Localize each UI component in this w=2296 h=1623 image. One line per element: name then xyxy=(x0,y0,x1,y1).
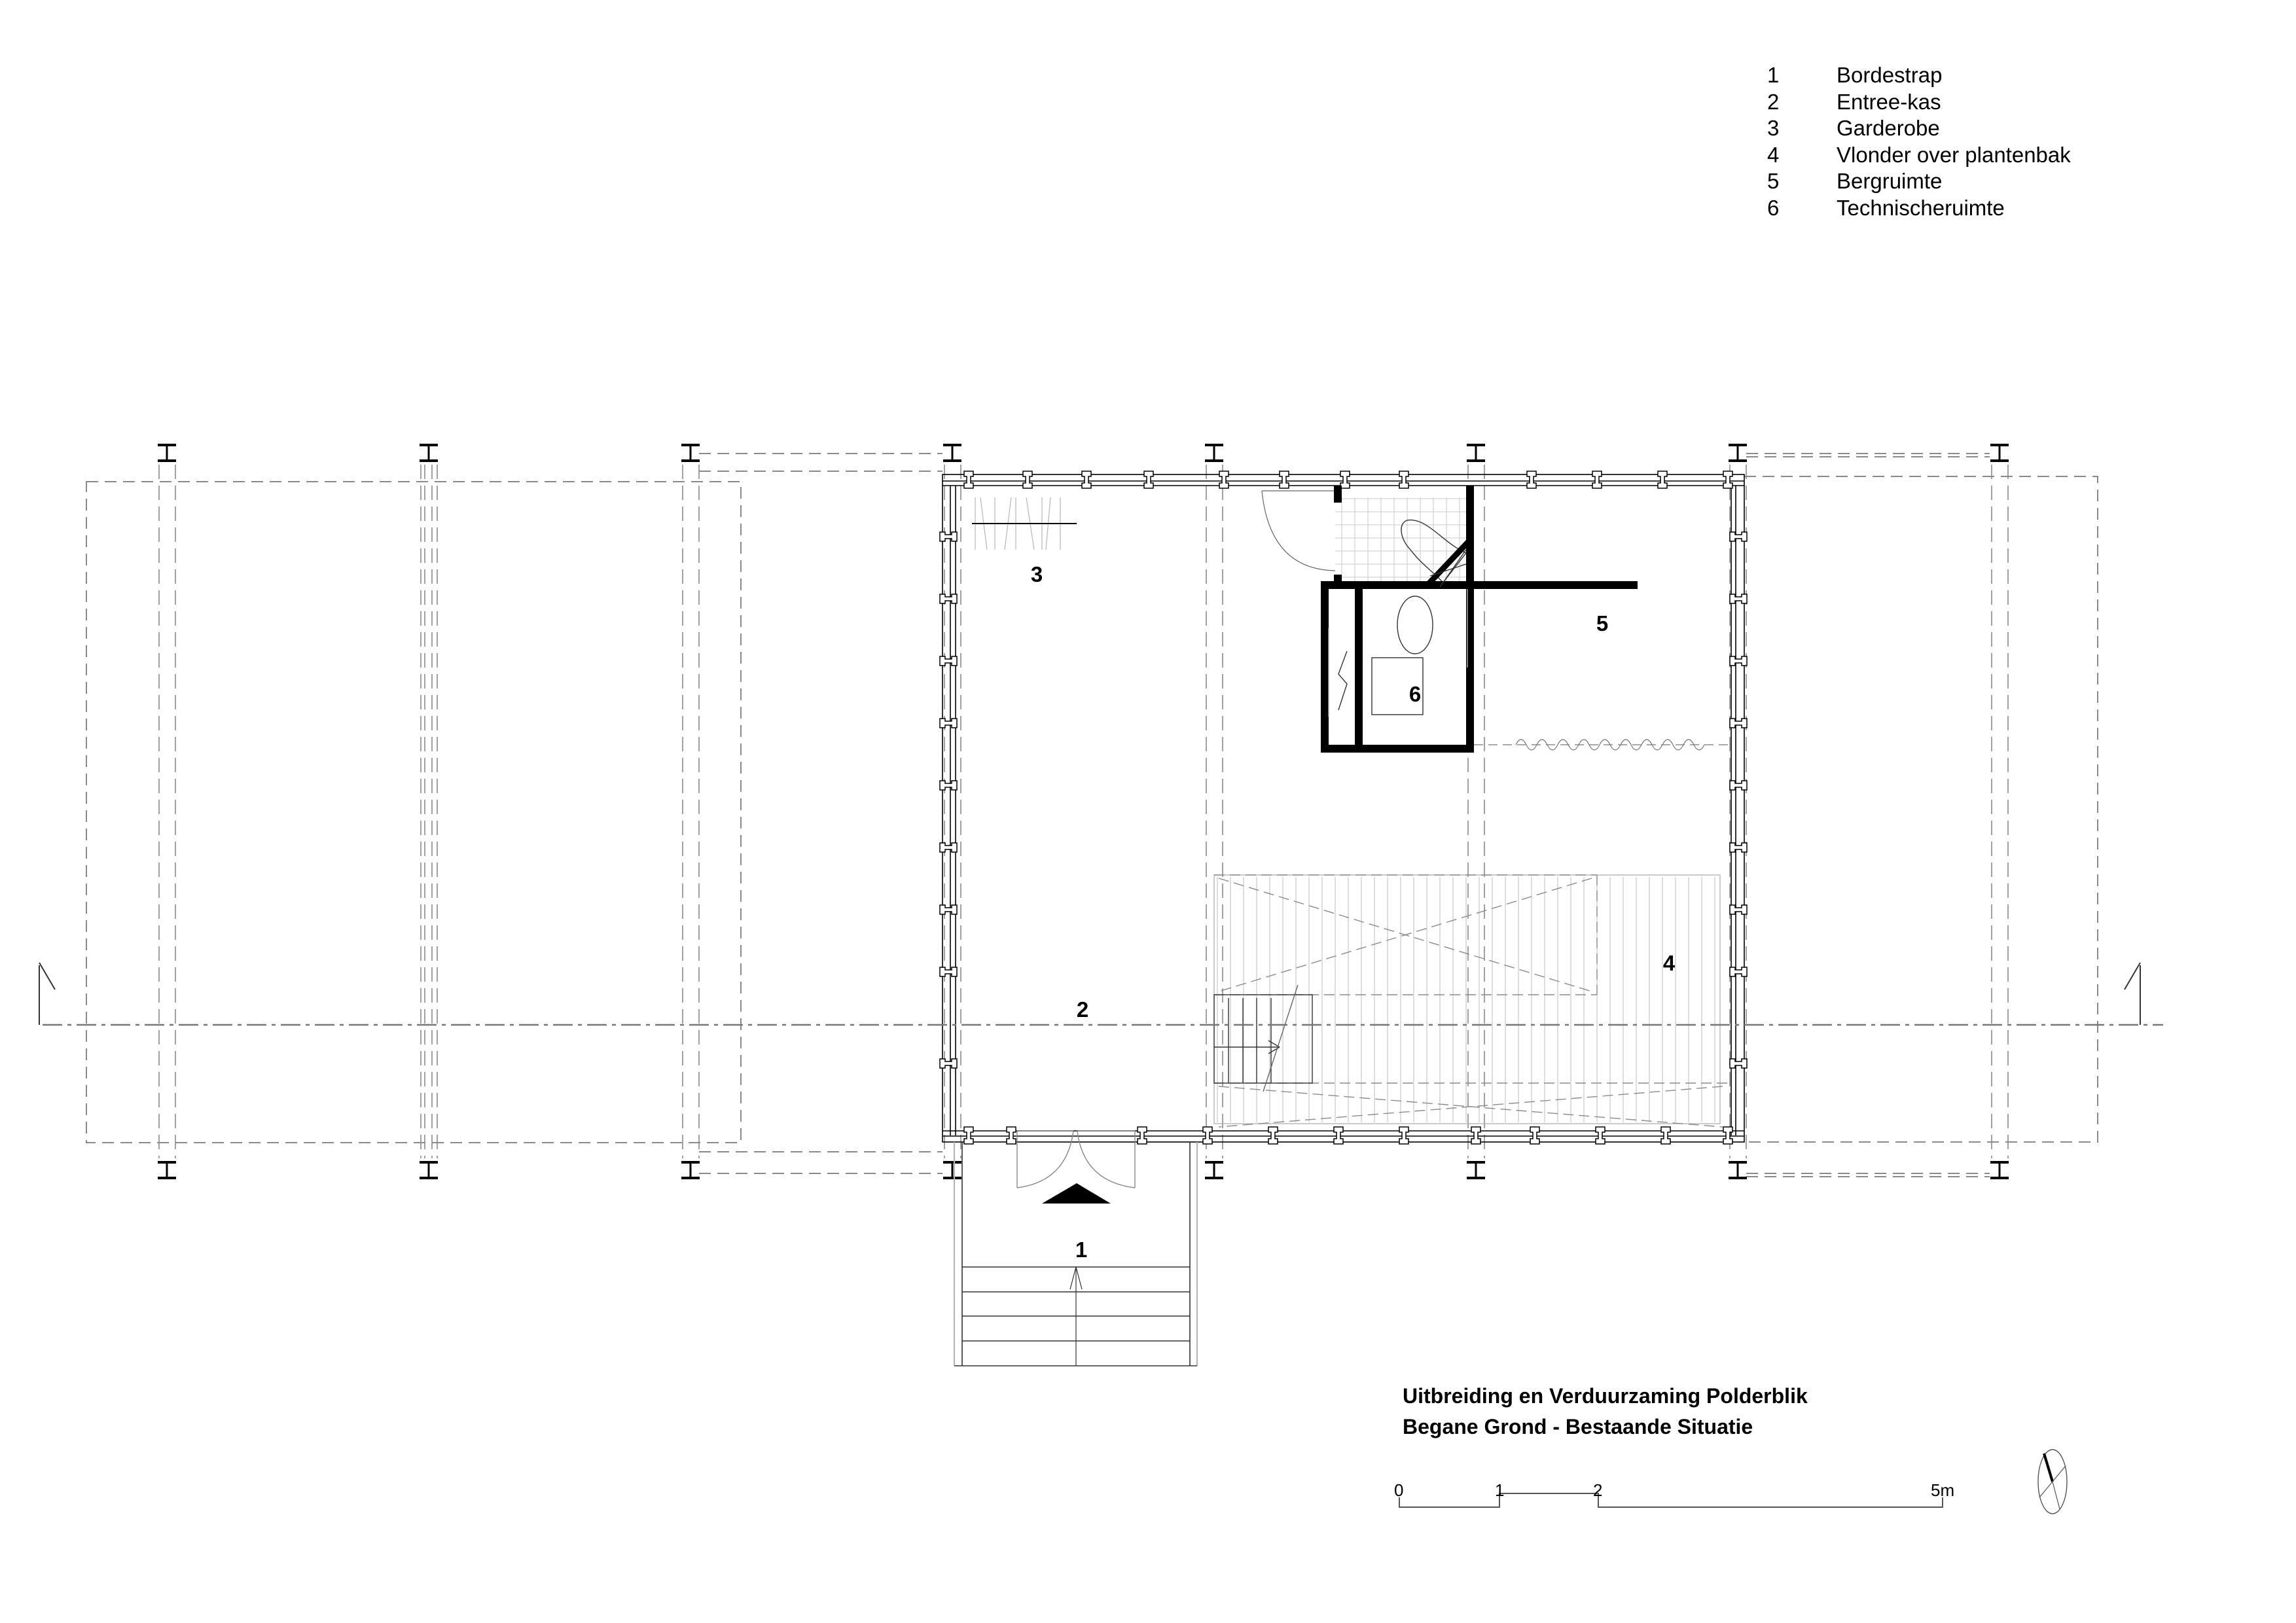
legend-number: 4 xyxy=(1767,142,1780,167)
project-title: Uitbreiding en Verduurzaming Polderblik xyxy=(1403,1384,1808,1408)
legend-item: 3 Garderobe xyxy=(1767,115,2071,142)
room-label-technischeruimte: 6 xyxy=(1408,682,1422,706)
scale-bar xyxy=(1399,1493,1943,1508)
legend-item: 4 Vlonder over plantenbak xyxy=(1767,142,2071,169)
legend-item: 2 Entree-kas xyxy=(1767,89,2071,116)
room-label-bergruimte: 5 xyxy=(1596,611,1609,635)
toilet-tile-grid xyxy=(1335,497,1466,581)
entrance-doors xyxy=(1016,1130,1136,1188)
legend-number: 6 xyxy=(1767,195,1780,220)
main-building-envelope xyxy=(942,474,1745,1143)
legend-number: 2 xyxy=(1767,89,1780,114)
toilet-door-swing xyxy=(1261,490,1336,571)
entrance-arrow-icon xyxy=(1042,1183,1111,1204)
room-label-vlonder: 4 xyxy=(1662,951,1676,975)
coat-rack xyxy=(972,497,1077,550)
legend-number: 1 xyxy=(1767,63,1780,87)
section-line xyxy=(39,962,2163,1026)
legend-number: 3 xyxy=(1767,116,1780,140)
legend-label: Vlonder over plantenbak xyxy=(1837,142,2071,167)
deck-planks xyxy=(1217,877,1715,1122)
legend-label: Garderobe xyxy=(1837,116,1940,140)
legend-label: Bordestrap xyxy=(1837,63,1943,87)
legend-item: 1 Bordestrap xyxy=(1767,62,2071,89)
legend-item: 6 Technischeruimte xyxy=(1767,195,2071,222)
right-wing-outline xyxy=(699,453,2098,1177)
storage-curtain xyxy=(1474,739,1728,751)
legend-number: 5 xyxy=(1767,169,1780,193)
interior-stair xyxy=(1213,984,1313,1092)
title-block: Uitbreiding en Verduurzaming Polderblik … xyxy=(1403,1381,1808,1442)
left-wing-outline xyxy=(86,471,942,1152)
technical-core-fixtures xyxy=(1328,549,1468,717)
north-arrow-icon xyxy=(2037,1449,2068,1514)
legend-label: Technischeruimte xyxy=(1837,195,2005,220)
room-label-bordestrap: 1 xyxy=(1075,1238,1088,1262)
drawing-title: Begane Grond - Bestaande Situatie xyxy=(1403,1415,1753,1438)
deck-outline xyxy=(1213,874,1728,1128)
room-label-garderobe: 3 xyxy=(1030,562,1043,586)
scale-label-1: 1 xyxy=(1495,1480,1505,1500)
legend-label: Bergruimte xyxy=(1837,169,1943,193)
entrance-stair xyxy=(953,1142,1198,1366)
scale-label-5m: 5m xyxy=(1931,1480,1955,1500)
legend-item: 5 Bergruimte xyxy=(1767,168,2071,195)
glazing-mullions-sides xyxy=(939,531,1748,1069)
legend-label: Entree-kas xyxy=(1837,89,1941,114)
room-label-entree-kas: 2 xyxy=(1076,997,1089,1022)
column-grid xyxy=(158,465,2009,1158)
toilet-fixture xyxy=(1401,519,1467,584)
scale-label-2: 2 xyxy=(1593,1480,1603,1500)
scale-label-0: 0 xyxy=(1394,1480,1404,1500)
room-legend: 1 Bordestrap 2 Entree-kas 3 Garderobe 4 … xyxy=(1767,62,2071,221)
technical-core-walls xyxy=(1321,486,1638,753)
